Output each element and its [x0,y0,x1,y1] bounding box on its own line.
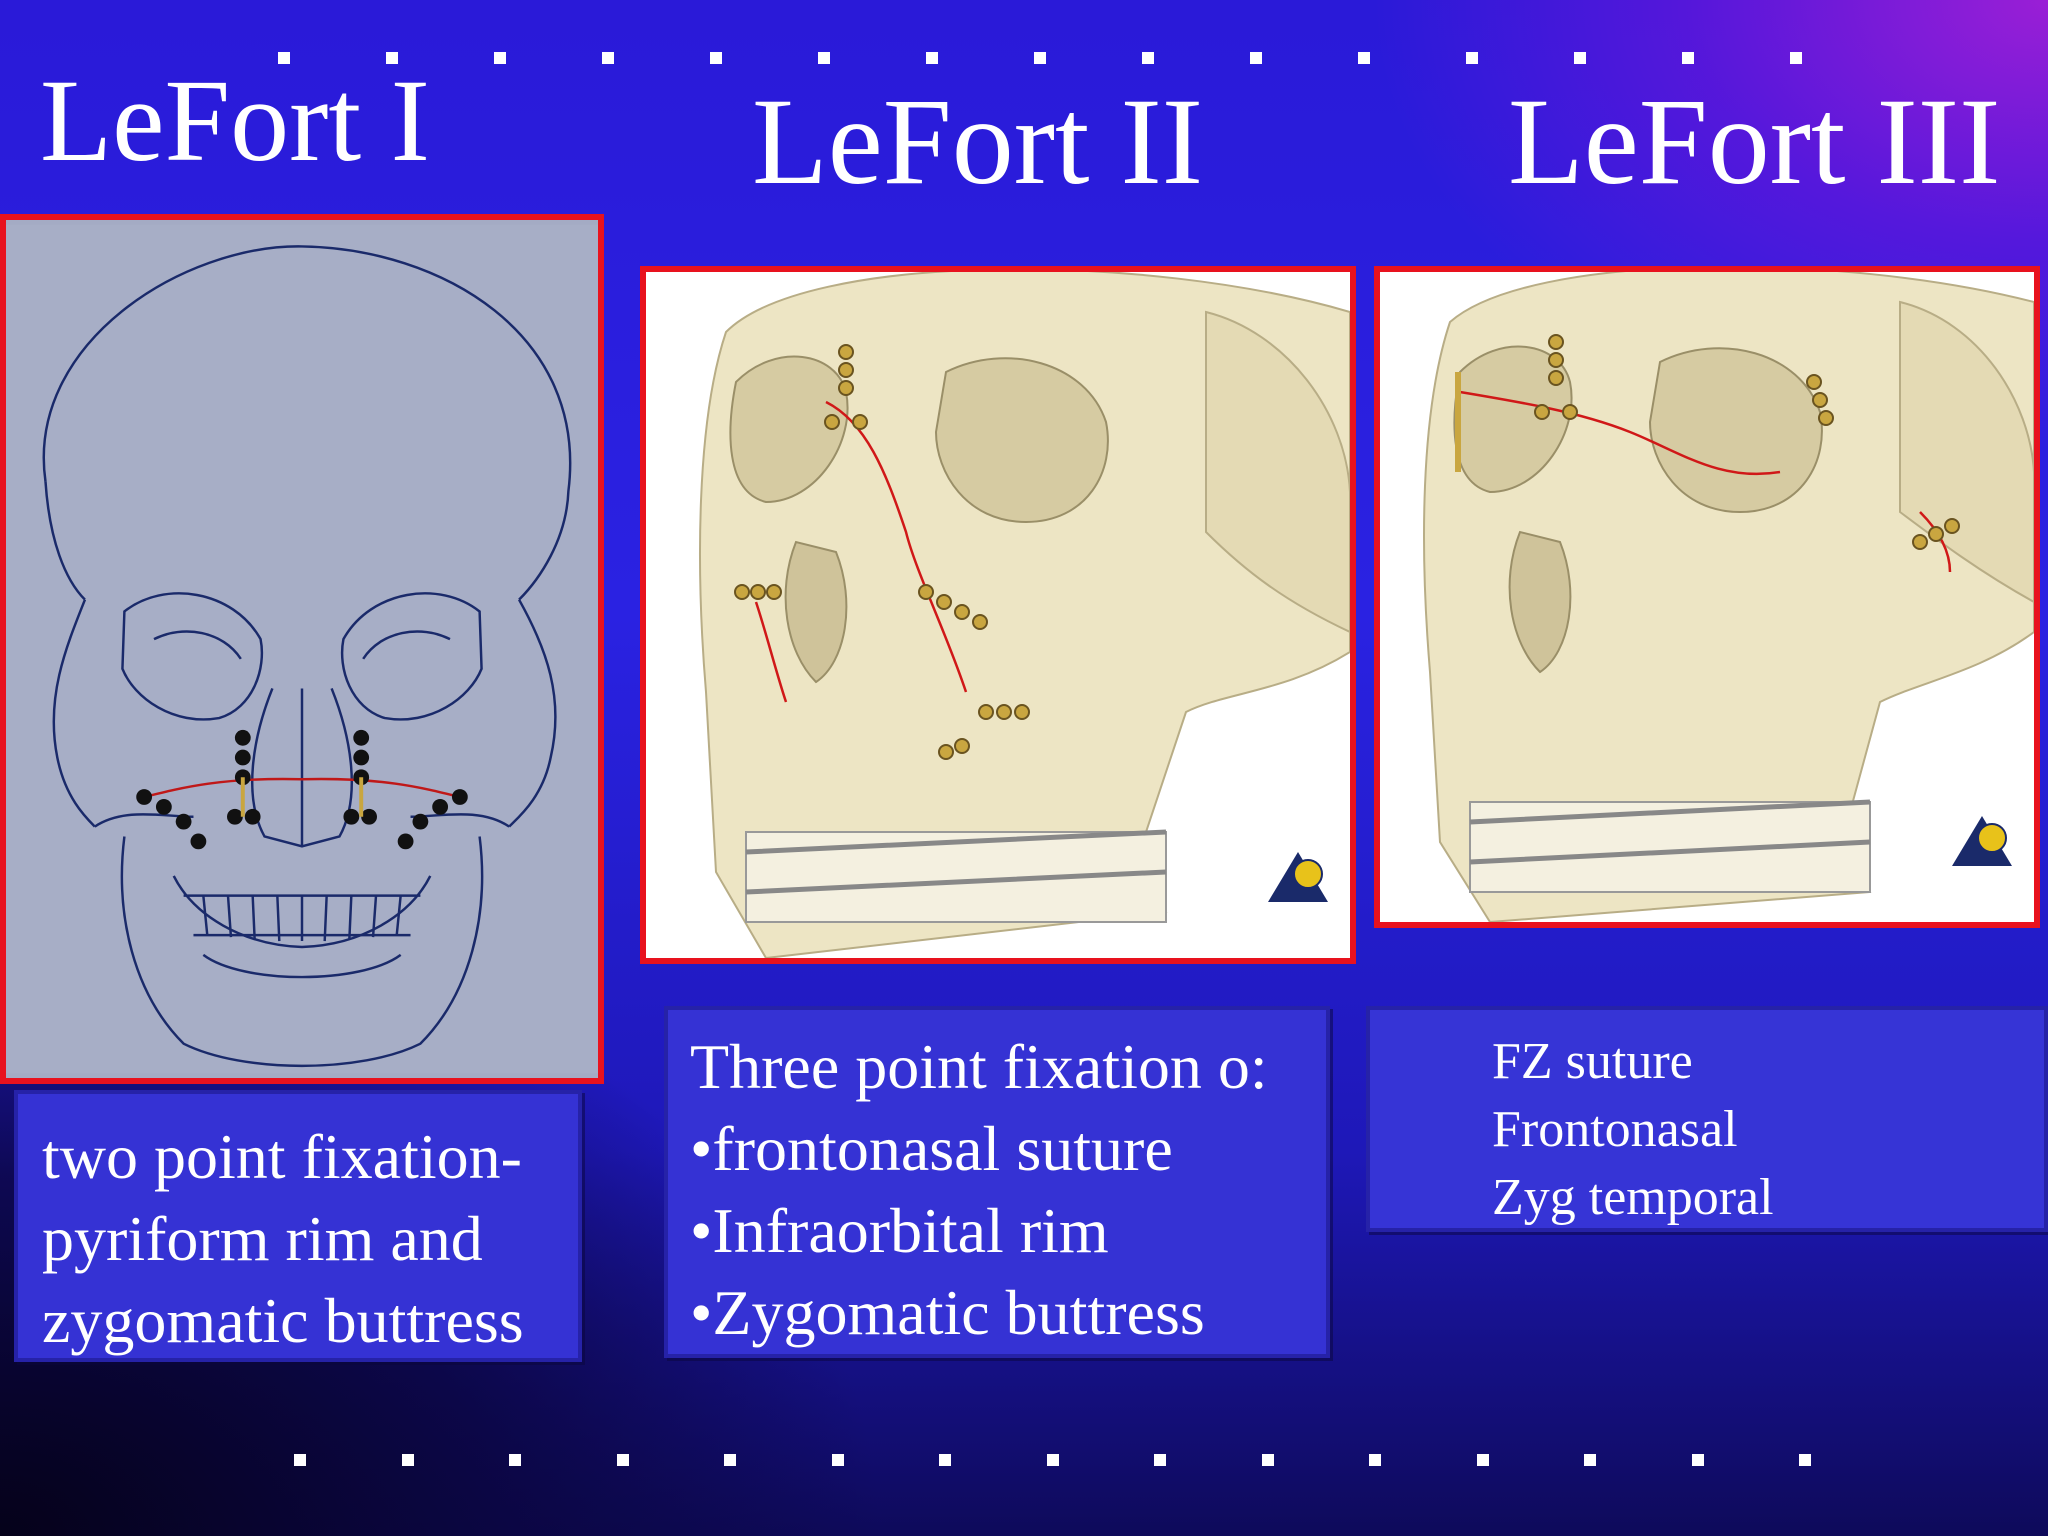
divider-dot [494,52,506,64]
divider-dot [278,52,290,64]
divider-dot [1682,52,1694,64]
divider-dot [1574,52,1586,64]
divider-dot [1046,1454,1059,1466]
divider-dot [1142,52,1154,64]
divider-dot [1466,52,1478,64]
divider-dot [1369,1454,1381,1466]
caption-line: pyriform rim and [42,1203,483,1274]
title-lefort-3: LeFort III [1508,73,2001,210]
divider-dot [1034,52,1046,64]
caption-line: Frontonasal [1492,1101,1738,1158]
divider-dot [1799,1454,1811,1466]
divider-dot [1261,1454,1274,1466]
divider-dot [1790,52,1802,64]
divider-dot [386,52,398,64]
caption-line: Zyg temporal [1492,1169,1774,1226]
divider-dot [602,52,614,64]
caption-line: Three point fixation o: [690,1031,1268,1102]
caption-line: FZ suture [1492,1033,1693,1090]
divider-dot [1154,1454,1166,1466]
caption-line: two point fixation- [42,1121,522,1192]
divider-dot [1476,1454,1489,1466]
divider-dot [831,1454,844,1466]
divider-dot [616,1454,629,1466]
lefort-2-caption-box: Three point fixation o: •frontonasal sut… [664,1006,1330,1358]
divider-dot [1358,52,1370,64]
lefort-3-skull-image [1374,266,2040,928]
caption-bullet: •Infraorbital rim [690,1195,1109,1266]
caption-line: zygomatic buttress [42,1285,524,1356]
lefort-3-caption-box: FZ suture Frontonasal Zyg temporal [1366,1006,2048,1232]
oblique-skull-illustration-2 [646,272,1350,958]
divider-dot [1584,1454,1596,1466]
divider-dot [710,52,722,64]
divider-dot [294,1454,306,1466]
title-lefort-1: LeFort I [40,55,430,186]
lefort-1-skull-image [0,214,604,1084]
divider-dot [401,1454,414,1466]
lefort-1-caption-box: two point fixation- pyriform rim and zyg… [14,1090,582,1362]
divider-dot [724,1454,736,1466]
caption-bullet: •Zygomatic buttress [690,1277,1205,1348]
title-lefort-2: LeFort II [752,73,1204,210]
oblique-skull-illustration-3 [1380,272,2034,922]
divider-dot [1691,1454,1704,1466]
divider-dot [926,52,938,64]
top-dotted-divider [0,52,2048,72]
caption-bullet: •frontonasal suture [690,1113,1173,1184]
bottom-dotted-divider [0,1454,2048,1474]
frontal-skull-drawing [6,224,598,1074]
divider-dot [939,1454,951,1466]
divider-dot [1250,52,1262,64]
lefort-2-skull-image [640,266,1356,964]
divider-dot [509,1454,521,1466]
divider-dot [818,52,830,64]
